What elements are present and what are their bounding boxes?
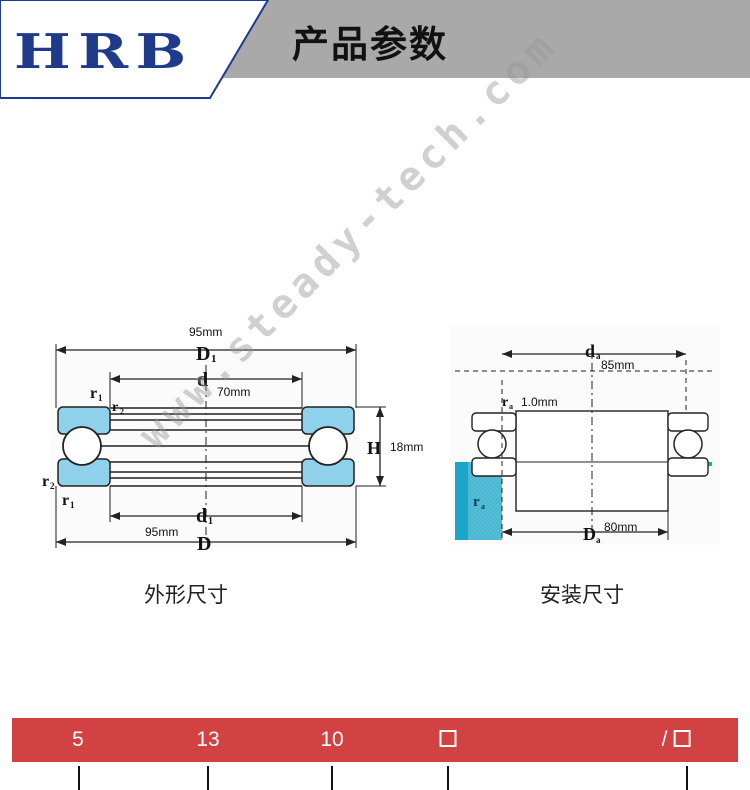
spec-cell-4 bbox=[439, 718, 457, 762]
r2-left-subscript: 2 bbox=[50, 481, 55, 491]
d-symbol: d bbox=[197, 369, 208, 391]
d1-subscript: 1 bbox=[208, 516, 213, 527]
H-symbol: H bbox=[367, 438, 381, 458]
inst-ball-right bbox=[673, 429, 703, 459]
bearing-diagrams: 95mm D 1 d 70mm r 1 r 2 r 2 r 1 H 18mm d bbox=[42, 325, 720, 555]
Da-symbol: D bbox=[583, 524, 596, 544]
d-value-label: 70mm bbox=[217, 385, 250, 399]
tick-mark bbox=[447, 766, 449, 790]
brand-logo: HRB bbox=[14, 24, 194, 80]
D1-subscript: 1 bbox=[211, 353, 217, 365]
dimensions-drawing: 95mm D 1 d 70mm r 1 r 2 r 2 r 1 H 18mm d bbox=[42, 325, 423, 555]
spec-cell-3: 10 bbox=[320, 728, 344, 751]
H-value-label: 18mm bbox=[390, 440, 423, 454]
dimensions-caption: 外形尺寸 bbox=[144, 583, 228, 607]
r2-left-label: r bbox=[42, 473, 49, 490]
D1-value-label: 95mm bbox=[189, 325, 222, 339]
r1-bottom-label: r bbox=[62, 492, 69, 509]
ra-housing-subscript: a bbox=[481, 502, 485, 511]
da-subscript: a bbox=[596, 351, 601, 361]
installation-drawing: d a 85mm r a 1.0mm r a D a 80mm bbox=[450, 325, 720, 545]
r1-top-label: r bbox=[90, 385, 97, 402]
header: HRB 产品参数 bbox=[0, 0, 750, 100]
tick-mark bbox=[331, 766, 333, 790]
D-symbol: D bbox=[197, 533, 211, 555]
r2-inner-subscript: 2 bbox=[120, 407, 124, 416]
ball-left bbox=[62, 426, 102, 466]
spec-cell-1: 5 bbox=[72, 728, 84, 751]
spec-cell-5: / bbox=[662, 718, 691, 762]
inst-washer-top-right bbox=[667, 412, 709, 432]
inst-ball-left bbox=[477, 429, 507, 459]
placeholder-box-icon bbox=[439, 730, 457, 747]
da-value-label: 85mm bbox=[601, 358, 634, 372]
tick-mark bbox=[207, 766, 209, 790]
header-background bbox=[0, 0, 750, 99]
spec-cell-2: 13 bbox=[196, 728, 220, 751]
tick-mark bbox=[686, 766, 688, 790]
ra-value-label: 1.0mm bbox=[521, 395, 558, 409]
da-symbol: d bbox=[585, 341, 595, 361]
slash-text: / bbox=[661, 728, 668, 751]
Da-subscript: a bbox=[596, 535, 601, 545]
D-value-label: 95mm bbox=[145, 525, 178, 539]
inst-washer-bottom-left bbox=[471, 457, 517, 477]
Da-value-label: 80mm bbox=[604, 520, 637, 534]
r1-bottom-subscript: 1 bbox=[70, 500, 75, 510]
placeholder-box-icon bbox=[673, 730, 691, 747]
installation-caption: 安装尺寸 bbox=[540, 583, 624, 607]
D1-symbol: D bbox=[196, 343, 210, 365]
inst-washer-bottom-right bbox=[667, 457, 709, 477]
ra-subscript: a bbox=[509, 402, 513, 411]
ball-right bbox=[308, 426, 348, 466]
spec-bar: 5 13 10 / bbox=[12, 718, 738, 762]
tick-mark bbox=[78, 766, 80, 790]
page-title: 产品参数 bbox=[292, 23, 448, 66]
r1-top-subscript: 1 bbox=[98, 393, 103, 403]
ra-symbol: r bbox=[502, 395, 508, 410]
d1-symbol: d bbox=[196, 505, 207, 527]
ra-housing-symbol: r bbox=[473, 494, 480, 510]
inst-washer-top-left bbox=[471, 412, 517, 432]
r2-inner-label: r bbox=[112, 400, 118, 415]
